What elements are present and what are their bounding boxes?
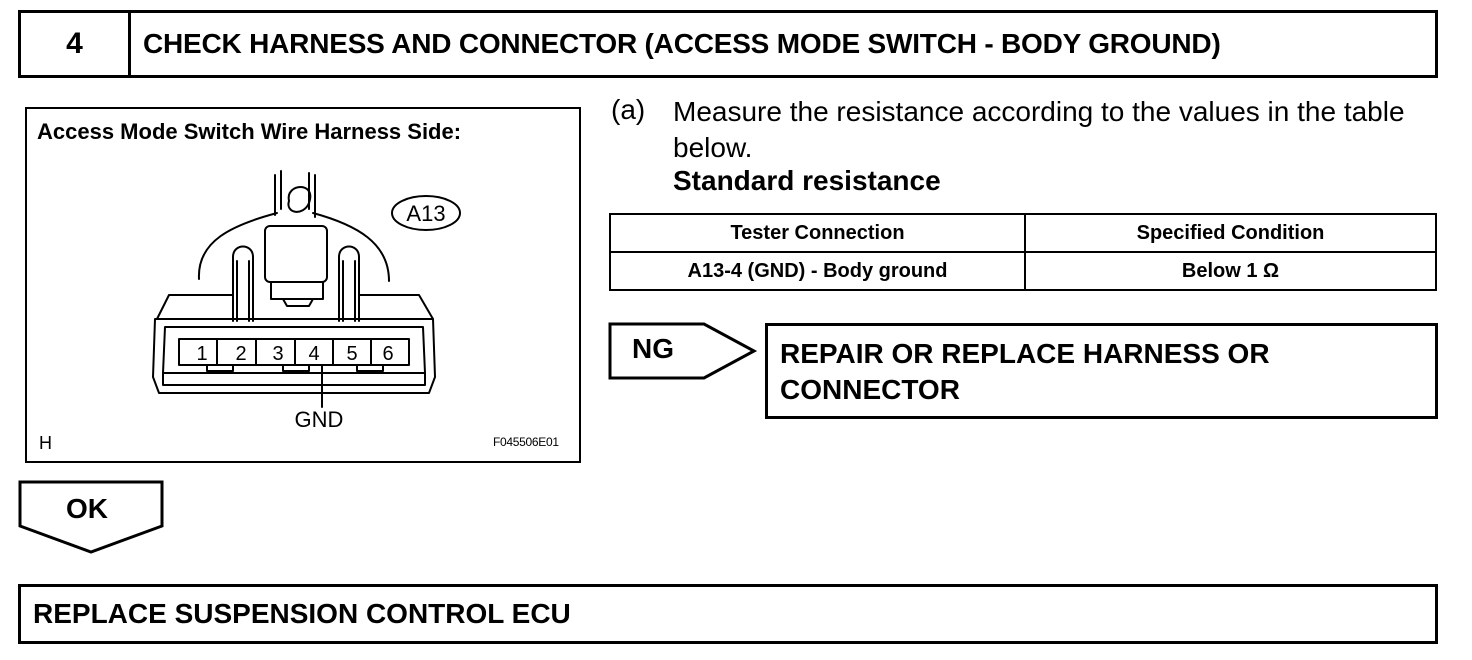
pin-6: 6 [382,343,393,365]
spec-table: Tester Connection Specified Condition A1… [609,213,1437,291]
connector-diagram: 1 2 3 4 5 6 A13 GND Access Mode Switch W… [25,107,581,463]
table-header-row: Tester Connection Specified Condition [609,213,1437,253]
connector-id: A13 [406,201,445,226]
pin-1: 1 [196,343,207,365]
diagram-title: Access Mode Switch Wire Harness Side: [37,119,462,144]
ng-arrow-icon [608,322,758,380]
ng-action-box: REPAIR OR REPLACE HARNESS OR CONNECTOR [765,323,1438,419]
ok-arrow-icon [18,480,164,554]
diagram-corner-label: H [39,433,52,453]
step-title: CHECK HARNESS AND CONNECTOR (ACCESS MODE… [143,28,1221,59]
final-action-text: REPLACE SUSPENSION CONTROL ECU [33,598,571,629]
connector-body [152,318,436,394]
post [232,245,254,322]
ok-label: OK [66,493,108,524]
pin-5: 5 [346,343,357,365]
table-cell: Below 1 Ω [1024,251,1437,291]
instruction-text: Measure the resistance according to the … [673,96,1405,163]
step-header: 4 CHECK HARNESS AND CONNECTOR (ACCESS MO… [18,10,1438,78]
ng-action-line: REPAIR OR REPLACE HARNESS OR [780,338,1270,369]
wire-left [197,212,278,280]
latch [264,225,328,283]
gnd-label: GND [295,407,344,432]
table-header: Tester Connection [609,213,1026,253]
wire-loop [287,186,312,213]
table-cell: A13-4 (GND) - Body ground [609,251,1026,291]
connector-illustration: 1 2 3 4 5 6 A13 GND [152,170,461,432]
figure-code: F045506E01 [493,435,559,449]
connector-id-oval [391,195,461,231]
ng-label: NG [632,333,674,364]
table-row: A13-4 (GND) - Body ground Below 1 Ω [609,251,1437,291]
ng-action-text: REPAIR OR REPLACE HARNESS OR CONNECTOR [780,336,1270,408]
pin-4: 4 [308,343,319,365]
standard-resistance-heading: Standard resistance [673,165,941,196]
pin-2: 2 [235,343,246,365]
table-header: Specified Condition [1024,213,1437,253]
post [338,245,360,322]
final-action-box: REPLACE SUSPENSION CONTROL ECU [18,584,1438,644]
step-number: 4 [21,13,131,75]
pin-3: 3 [272,343,283,365]
ng-action-line: CONNECTOR [780,374,960,405]
wire-right [312,212,390,282]
instruction-marker: (a) [611,94,646,125]
